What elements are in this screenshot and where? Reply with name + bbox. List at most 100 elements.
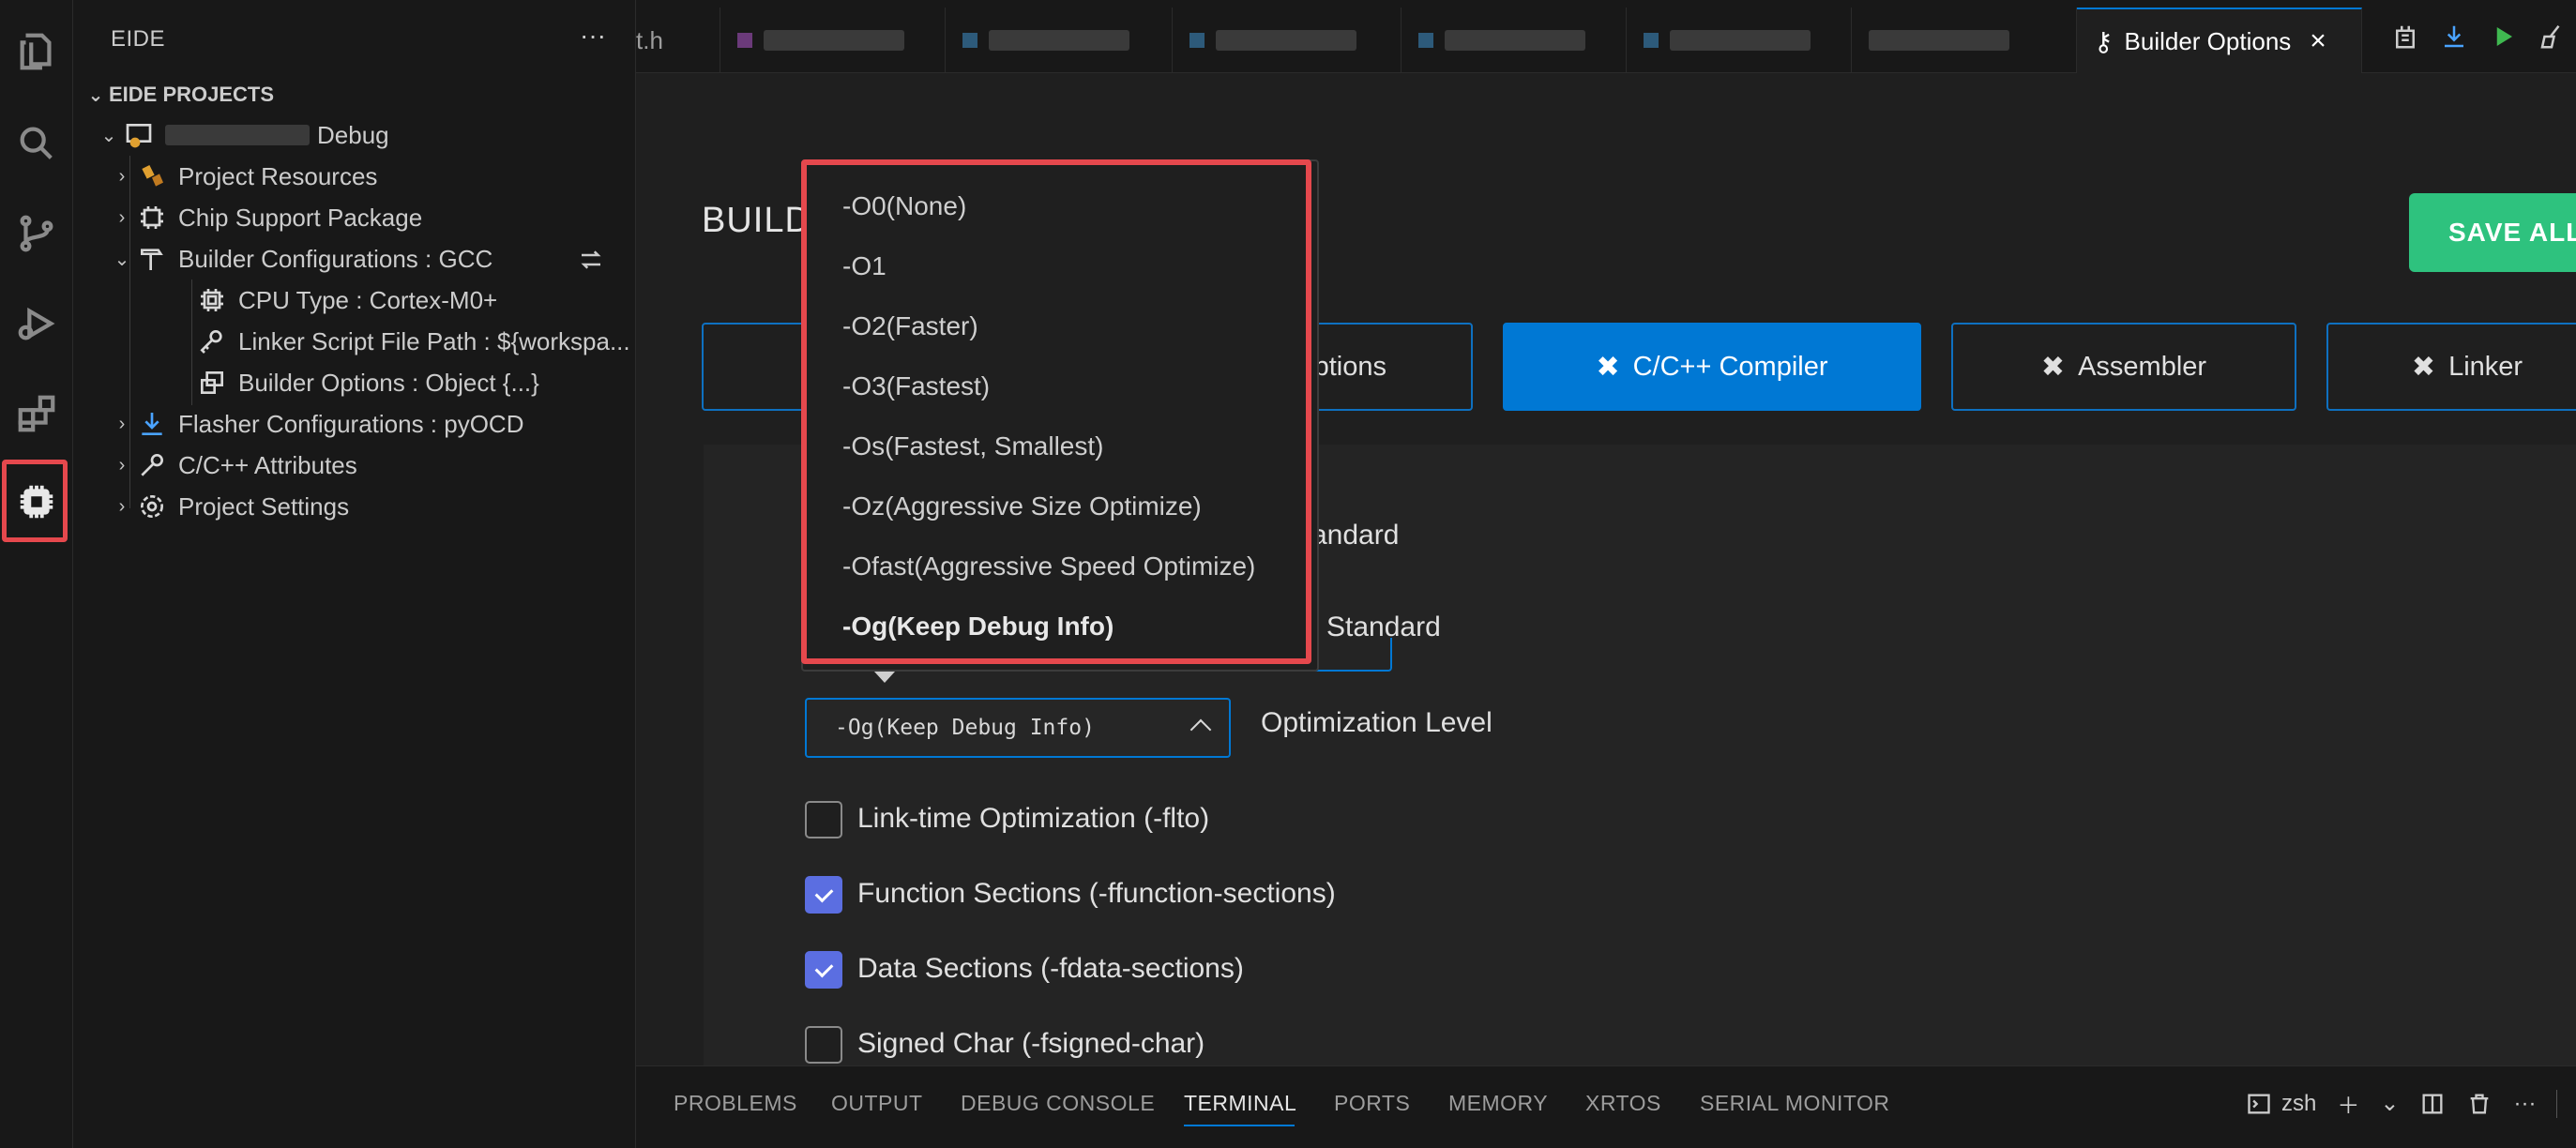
terminal-shell-selector[interactable]: zsh <box>2246 1091 2316 1117</box>
tree-item-builder-configurations[interactable]: ⌄ Builder Configurations : GCC <box>109 238 493 279</box>
build-icon[interactable] <box>2390 21 2420 53</box>
tab-redacted[interactable] <box>1627 8 1852 73</box>
shell-name: zsh <box>2281 1090 2317 1116</box>
tree-item-linker-script[interactable]: Linker Script File Path : ${workspa... <box>195 321 630 362</box>
optimization-level-label: Optimization Level <box>1261 707 1493 738</box>
tab-label: Linker <box>2448 351 2523 382</box>
panel-tab-memory[interactable]: MEMORY <box>1448 1091 1549 1115</box>
section-header-eide-projects[interactable]: ⌄ EIDE PROJECTS <box>83 79 274 111</box>
eide-highlight-box <box>2 460 68 542</box>
options-icon <box>195 366 229 400</box>
new-terminal-icon[interactable]: ＋ <box>2337 1094 2360 1119</box>
tab-file-h[interactable]: t.h <box>636 8 720 73</box>
resources-icon <box>135 159 169 193</box>
tree-item-cpp-attributes[interactable]: › C/C++ Attributes <box>109 445 357 486</box>
section-label: EIDE PROJECTS <box>109 83 275 106</box>
checkbox-lto[interactable] <box>805 801 842 838</box>
trash-icon[interactable] <box>2466 1091 2493 1117</box>
search-icon[interactable] <box>6 113 68 174</box>
dropdown-option[interactable]: -O2(Faster) <box>842 311 978 340</box>
chevron-right-icon: › <box>118 413 126 434</box>
tab-redacted[interactable] <box>946 8 1173 73</box>
extensions-icon[interactable] <box>6 383 68 445</box>
tab-builder-options[interactable]: ⚷ Builder Options × <box>2077 8 2362 73</box>
checkbox-signed-char[interactable] <box>805 1026 842 1064</box>
panel-tab-terminal[interactable]: TERMINAL <box>1184 1091 1297 1115</box>
flash-download-icon[interactable] <box>2439 21 2469 53</box>
panel-tab-problems[interactable]: PROBLEMS <box>674 1091 797 1115</box>
dropdown-option[interactable]: -O3(Fastest) <box>842 371 991 400</box>
checkbox-label: Data Sections (-fdata-sections) <box>857 953 1244 984</box>
redacted-tab-name <box>1869 30 2009 51</box>
tab-label: ptions <box>1313 351 1386 382</box>
file-type-icon <box>1190 33 1205 48</box>
tab-redacted[interactable] <box>1402 8 1627 73</box>
editor-actions <box>2390 21 2567 53</box>
explorer-icon[interactable] <box>6 21 68 83</box>
tree-item-cpu-type[interactable]: CPU Type : Cortex-M0+ <box>195 279 497 321</box>
checkbox-label: Function Sections (-ffunction-sections) <box>857 878 1336 909</box>
switch-builder-icon[interactable] <box>576 246 608 274</box>
checkbox-label: Signed Char (-fsigned-char) <box>857 1028 1205 1059</box>
file-type-icon <box>962 33 977 48</box>
tab-label: C/C++ Compiler <box>1632 351 1828 382</box>
tree-project-root[interactable]: ⌄ Debug <box>96 114 389 156</box>
dropdown-option[interactable]: -Ofast(Aggressive Speed Optimize) <box>842 551 1256 581</box>
editor-tab-bar: t.h ⚷ Builder Options × <box>636 0 2576 73</box>
tree-item-project-resources[interactable]: › Project Resources <box>109 156 378 197</box>
panel-tab-xrtos[interactable]: XRTOS <box>1585 1091 1661 1115</box>
optimization-level-select[interactable]: -Og(Keep Debug Info) <box>805 698 1231 758</box>
source-control-icon[interactable] <box>6 203 68 264</box>
clean-broom-icon[interactable] <box>2537 21 2567 53</box>
tree-item-project-settings[interactable]: › Project Settings <box>109 486 349 527</box>
tab-redacted[interactable] <box>1852 8 2077 73</box>
terminal-icon <box>2248 1094 2270 1113</box>
tree-guide <box>129 156 130 508</box>
tab-label: t.h <box>636 25 663 54</box>
project-suffix: Debug <box>317 120 389 149</box>
eide-chip-icon[interactable] <box>6 471 68 533</box>
file-type-icon <box>1418 33 1433 48</box>
tab-linker[interactable]: ✖ Linker <box>2326 323 2576 411</box>
save-all-button[interactable]: SAVE ALL <box>2409 193 2576 272</box>
run-icon[interactable] <box>2488 21 2518 53</box>
key-icon <box>195 325 229 358</box>
chevron-up-icon <box>1190 718 1212 741</box>
checkbox-function-sections[interactable] <box>805 876 842 914</box>
chevron-down-icon[interactable]: ⌄ <box>2380 1091 2400 1116</box>
panel-tab-debug-console[interactable]: DEBUG CONSOLE <box>961 1091 1156 1115</box>
tab-assembler[interactable]: ✖ Assembler <box>1951 323 2296 411</box>
dropdown-option-selected[interactable]: -Og(Keep Debug Info) <box>842 612 1114 641</box>
chevron-down-icon: ⌄ <box>114 249 130 270</box>
tree-label: Linker Script File Path : ${workspa... <box>238 326 630 355</box>
tab-redacted[interactable] <box>720 8 946 73</box>
more-actions-icon[interactable]: ··· <box>580 21 606 50</box>
gear-icon <box>135 490 169 523</box>
tab-cpp-compiler[interactable]: ✖ C/C++ Compiler <box>1503 323 1921 411</box>
cpp-standard-label: Standard <box>1326 612 1441 642</box>
more-actions-icon[interactable]: ··· <box>2513 1090 2537 1116</box>
tree-guide <box>191 279 192 405</box>
dropdown-option[interactable]: -O0(None) <box>842 191 967 220</box>
split-terminal-icon[interactable] <box>2419 1091 2446 1117</box>
dropdown-option[interactable]: -Oz(Aggressive Size Optimize) <box>842 491 1202 521</box>
dropdown-option[interactable]: -Os(Fastest, Smallest) <box>842 431 1104 461</box>
file-type-icon <box>737 33 752 48</box>
close-icon[interactable]: × <box>2310 25 2326 56</box>
panel-tab-serial-monitor[interactable]: SERIAL MONITOR <box>1700 1091 1890 1115</box>
optimization-dropdown-list: -O0(None) -O1 -O2(Faster) -O3(Fastest) -… <box>801 159 1319 672</box>
panel-tab-output[interactable]: OUTPUT <box>831 1091 923 1115</box>
redacted-tab-name <box>989 30 1129 51</box>
checkbox-data-sections[interactable] <box>805 951 842 989</box>
tree-item-chip-support-package[interactable]: › Chip Support Package <box>109 197 423 238</box>
redacted-tab-name <box>1670 30 1811 51</box>
tab-redacted[interactable] <box>1173 8 1402 73</box>
run-debug-icon[interactable] <box>6 293 68 355</box>
hammer-icon <box>135 242 169 276</box>
tree-item-flasher-configurations[interactable]: › Flasher Configurations : pyOCD <box>109 403 524 445</box>
page-title: BUILD <box>702 201 811 240</box>
panel-tab-ports[interactable]: PORTS <box>1334 1091 1411 1115</box>
tree-label: Builder Configurations : GCC <box>178 244 493 273</box>
tree-item-builder-options[interactable]: Builder Options : Object {...} <box>195 362 539 403</box>
dropdown-option[interactable]: -O1 <box>842 251 886 280</box>
